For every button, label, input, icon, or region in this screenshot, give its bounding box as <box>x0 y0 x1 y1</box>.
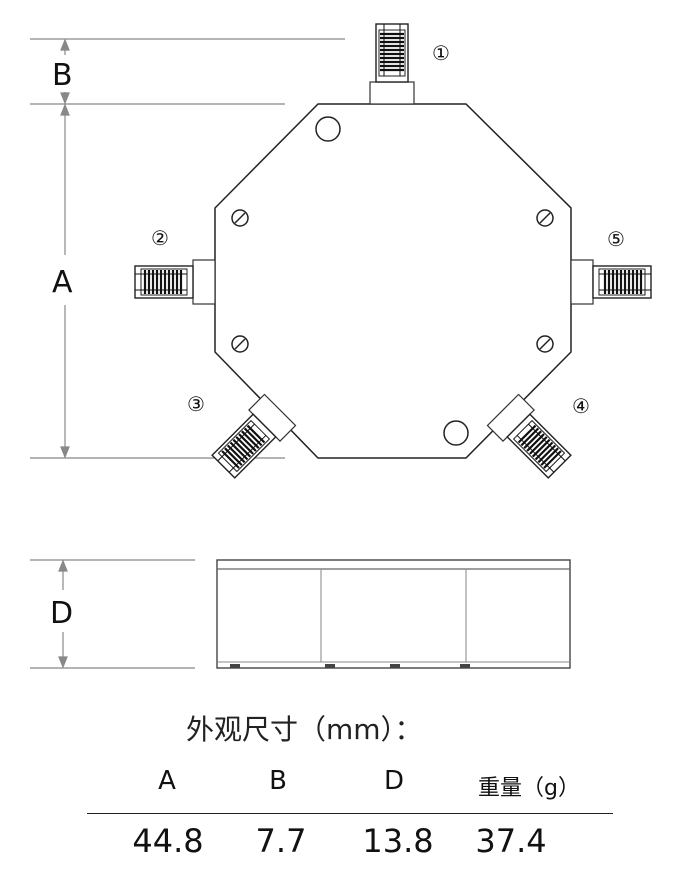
mounting-hole <box>315 116 341 142</box>
value-d: 13.8 <box>362 822 434 860</box>
port-label-5: ⑤ <box>607 227 625 251</box>
sma-connector-2 <box>133 258 217 306</box>
dim-label-a: A <box>52 265 73 300</box>
value-weight: 37.4 <box>475 822 547 860</box>
port-label-2: ② <box>151 226 169 250</box>
screw-icon <box>536 209 554 227</box>
port-label-3: ③ <box>187 392 205 416</box>
sma-connector-5 <box>569 258 653 306</box>
port-label-1: ① <box>432 41 450 65</box>
value-b: 7.7 <box>255 822 307 860</box>
device-body-top-view <box>214 103 572 459</box>
sma-connector-1 <box>368 22 416 106</box>
screw-icon <box>231 335 249 353</box>
outline-drawing: B A D ① ② ③ ④ ⑤ <box>30 22 653 669</box>
value-a: 44.8 <box>132 822 204 860</box>
device-side-view <box>216 559 571 669</box>
dimensions-title: 外观尺寸（mm）： <box>186 713 423 746</box>
header-weight: 重量（g） <box>478 776 580 801</box>
dimension-arrows <box>58 38 70 669</box>
table-divider <box>87 813 613 814</box>
header-d: D <box>383 766 405 796</box>
screw-icon <box>231 209 249 227</box>
screw-icon <box>536 335 554 353</box>
dim-label-d: D <box>50 596 73 631</box>
dim-label-b: B <box>52 58 73 93</box>
header-a: A <box>158 766 176 796</box>
port-label-4: ④ <box>572 394 590 418</box>
header-b: B <box>269 766 287 796</box>
mounting-hole <box>443 420 469 446</box>
